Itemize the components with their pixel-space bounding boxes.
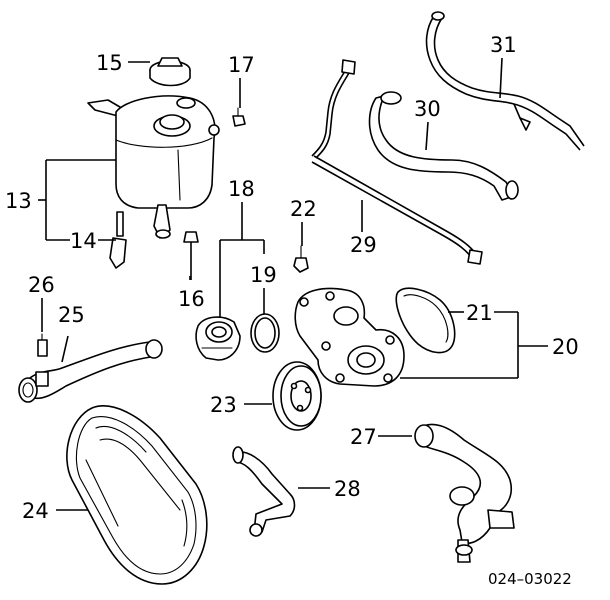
pump-gasket bbox=[395, 287, 456, 354]
pipe-29 bbox=[311, 59, 483, 265]
callout-26: 26 bbox=[28, 273, 55, 297]
hose-31 bbox=[425, 11, 585, 151]
tank-cap bbox=[149, 57, 191, 87]
callout-25: 25 bbox=[58, 303, 85, 327]
hose-25 bbox=[18, 339, 163, 403]
callout-30: 30 bbox=[414, 97, 441, 121]
callout-31: 31 bbox=[490, 33, 517, 57]
hose-assembly-27 bbox=[414, 423, 515, 563]
callout-14: 14 bbox=[70, 229, 97, 253]
pump-pulley bbox=[272, 361, 322, 431]
callout-16: 16 bbox=[178, 287, 205, 311]
figure-code: 024–03022 bbox=[488, 570, 572, 588]
callout-29: 29 bbox=[350, 233, 377, 257]
hose-28 bbox=[232, 446, 296, 537]
o-ring bbox=[250, 313, 280, 353]
bolt-17 bbox=[232, 107, 246, 127]
callout-18: 18 bbox=[228, 177, 255, 201]
callout-27: 27 bbox=[350, 425, 377, 449]
level-sensor bbox=[109, 211, 127, 269]
callout-28: 28 bbox=[334, 477, 361, 501]
callout-labels: 15 17 13 14 18 19 16 22 21 20 23 24 25 2… bbox=[5, 33, 579, 588]
callout-17: 17 bbox=[228, 53, 255, 77]
callout-21: 21 bbox=[466, 301, 493, 325]
hose-30 bbox=[368, 91, 519, 201]
clamp-26 bbox=[37, 333, 48, 357]
callout-23: 23 bbox=[210, 393, 237, 417]
callout-24: 24 bbox=[22, 499, 49, 523]
callout-20: 20 bbox=[552, 335, 579, 359]
drive-belt bbox=[66, 405, 208, 585]
leader-lines bbox=[38, 57, 548, 511]
water-pump bbox=[294, 287, 405, 387]
callout-15: 15 bbox=[96, 51, 123, 75]
expansion-tank bbox=[87, 95, 220, 239]
callout-13: 13 bbox=[5, 189, 32, 213]
bleed-screw bbox=[183, 231, 199, 280]
callout-19: 19 bbox=[250, 263, 277, 287]
bolt-22 bbox=[293, 245, 309, 273]
thermostat bbox=[195, 316, 241, 361]
callout-22: 22 bbox=[290, 197, 317, 221]
